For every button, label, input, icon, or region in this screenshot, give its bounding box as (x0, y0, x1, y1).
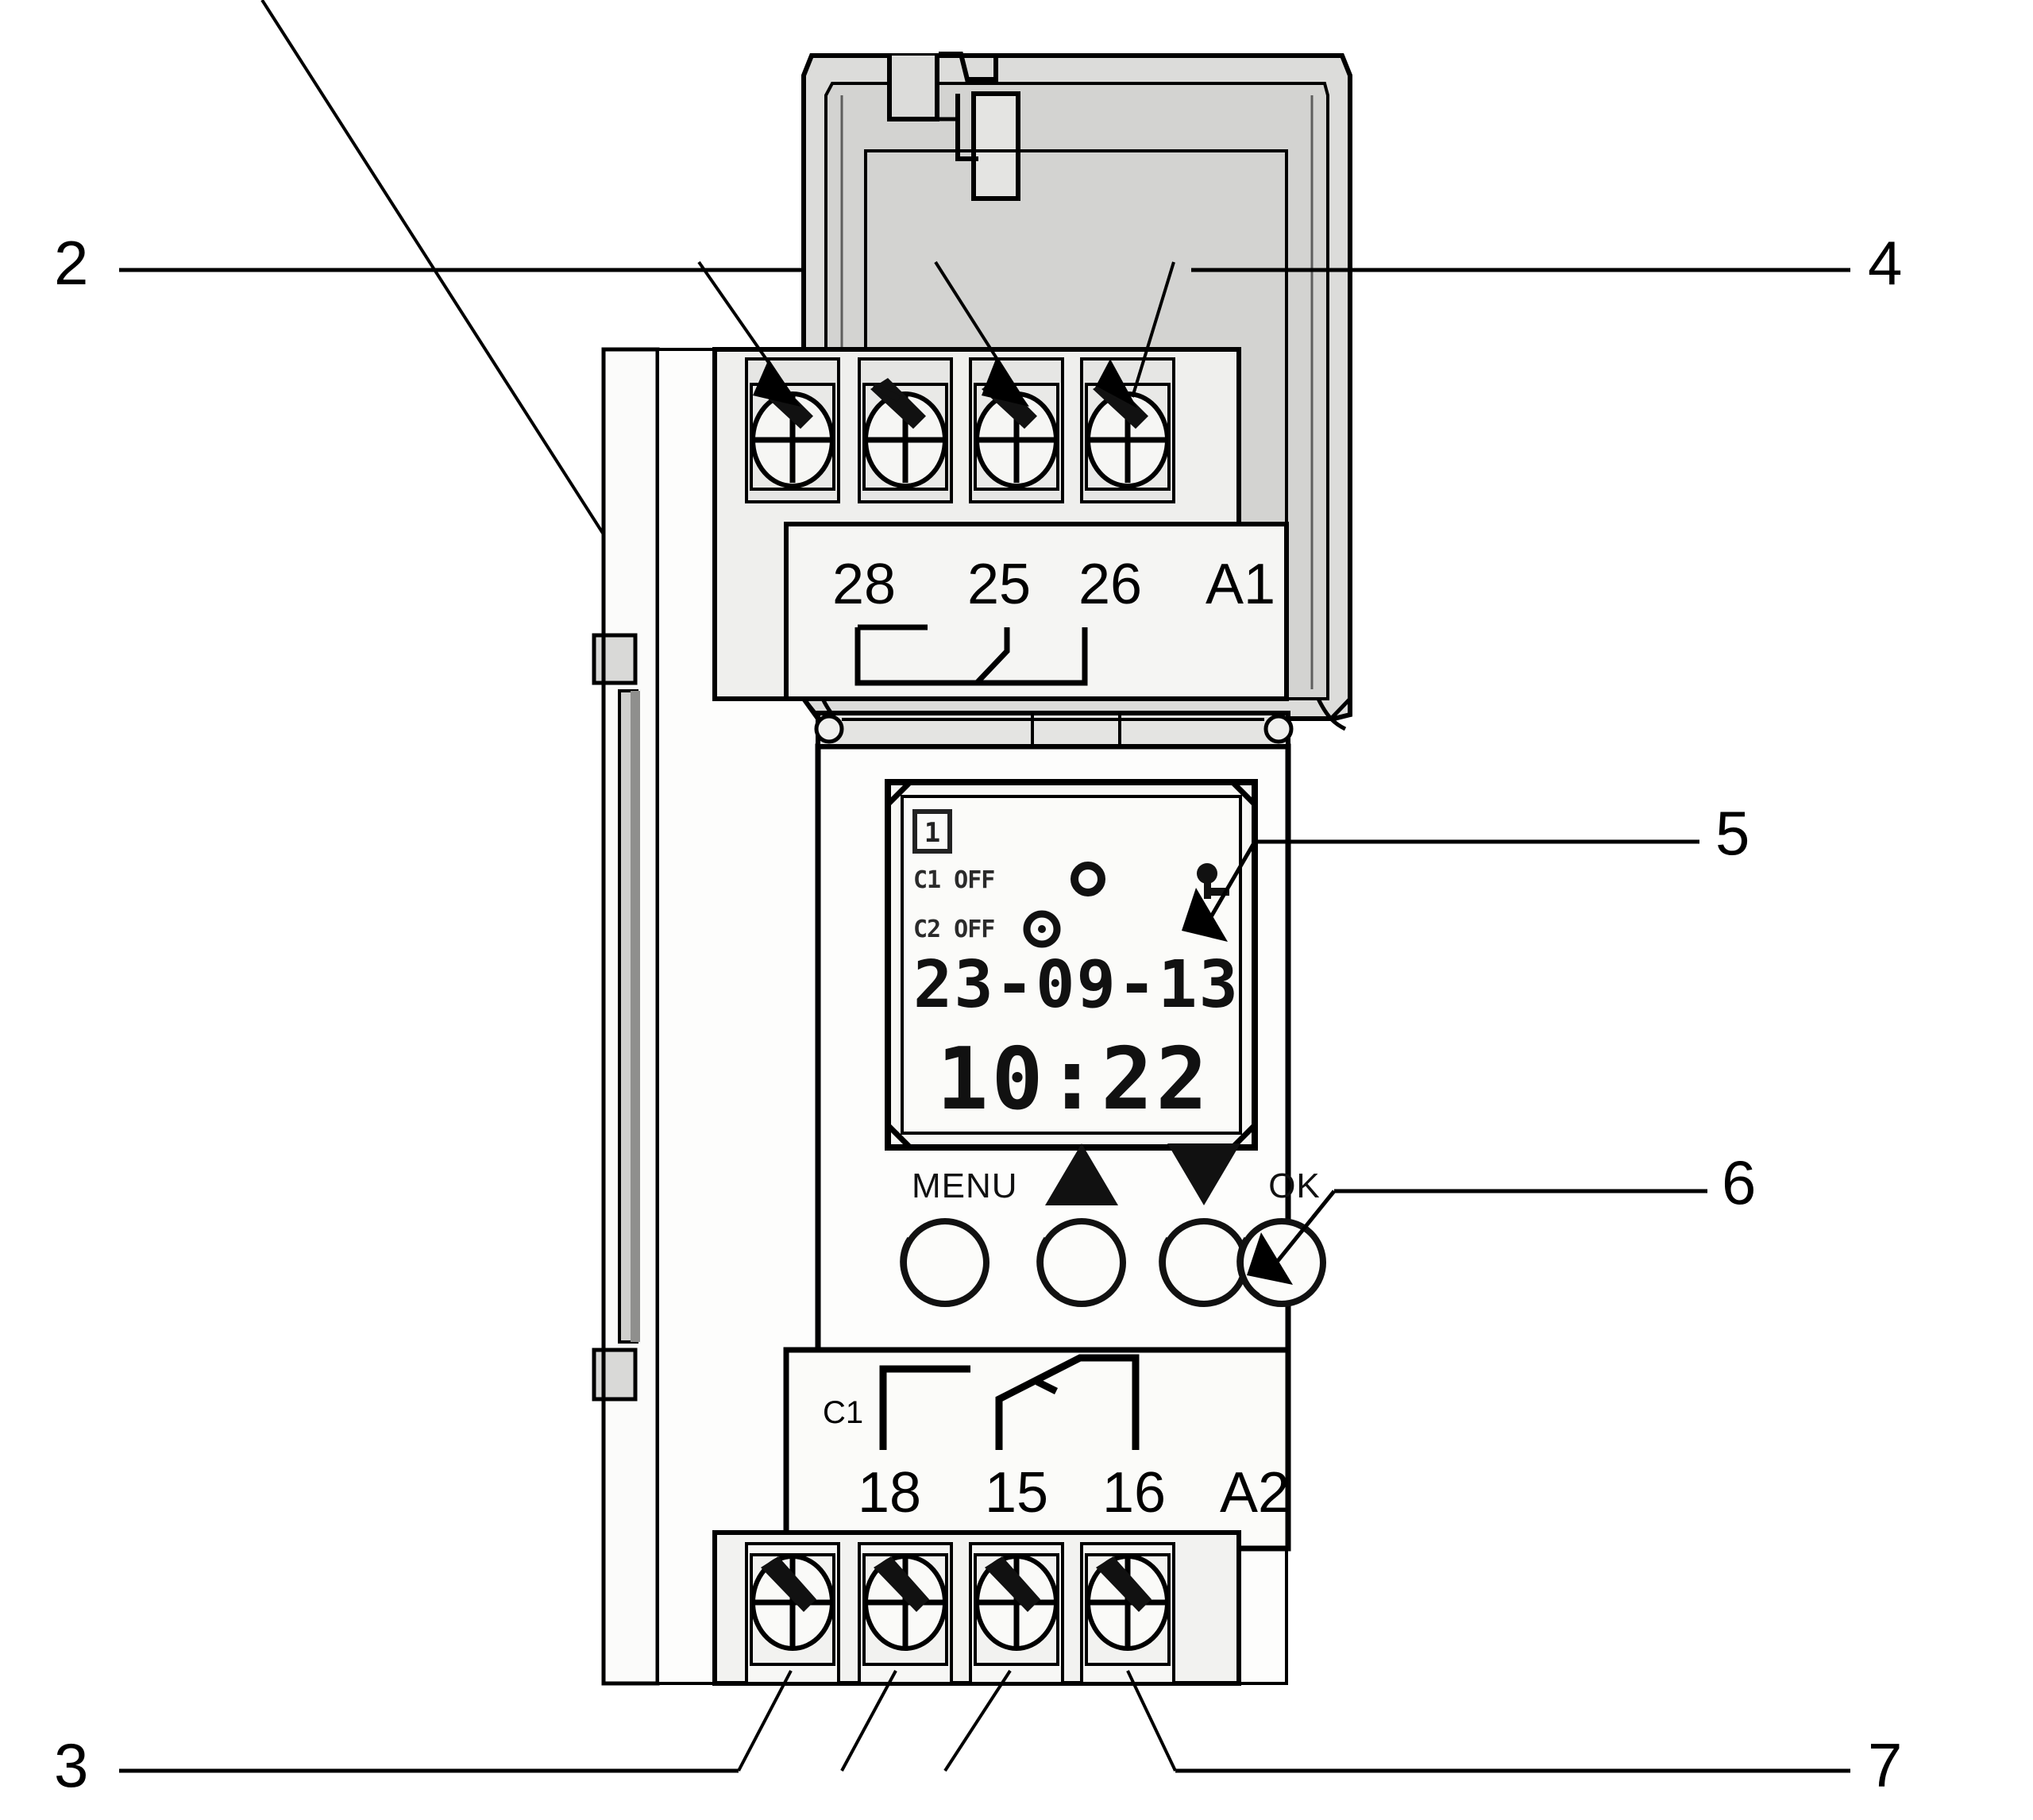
lcd-channel-box (912, 809, 952, 854)
circle-outline-icon (1071, 862, 1105, 897)
terminal-screw-25[interactable] (864, 378, 947, 489)
terminal-label-18: 18 (858, 1461, 921, 1525)
terminal-label-28: 28 (832, 553, 896, 616)
lcd-time: 10:22 (936, 1030, 1210, 1129)
bottom-channel-label: C1 (823, 1395, 863, 1430)
terminal-label-25: 25 (967, 553, 1031, 616)
callout-6: 6 (1722, 1147, 1757, 1217)
top-contact-symbol (854, 624, 1088, 686)
lcd-time-line: 10:22 (936, 1030, 1210, 1129)
terminal-label-A1: A1 (1206, 553, 1275, 616)
lcd-c1-status: C1 OFF (913, 866, 994, 894)
terminal-screw-A2[interactable] (1086, 1555, 1169, 1664)
lcd-c2-status: C2 OFF (913, 916, 994, 943)
terminal-label-15: 15 (985, 1461, 1048, 1525)
terminal-screw-15[interactable] (864, 1555, 947, 1664)
callout-2: 2 (54, 228, 89, 298)
menu-button-label: MENU (912, 1166, 1018, 1205)
lcd-date-line: 23-09-13 (913, 947, 1240, 1023)
leader-line-top-screws (697, 260, 1850, 408)
triangle-up-icon (1045, 1143, 1118, 1205)
terminal-label-26: 26 (1078, 553, 1142, 616)
leader-line-5 (1182, 839, 1699, 942)
triangle-down-icon (1167, 1143, 1240, 1205)
terminal-label-A2: A2 (1220, 1461, 1290, 1525)
lcd-channel-indicator: 1 (924, 817, 940, 849)
lcd-date: 23-09-13 (913, 947, 1240, 1023)
bottom-terminal-block: C1 18 15 16 A2 (712, 1347, 1291, 1686)
callout-5: 5 (1715, 798, 1750, 868)
terminal-label-16: 16 (1102, 1461, 1166, 1525)
callout-7: 7 (1868, 1730, 1903, 1800)
ok-button-label: OK (1268, 1166, 1321, 1205)
leader-line-6 (1247, 1189, 1707, 1285)
terminal-screw-18[interactable] (751, 1555, 834, 1664)
callout-3: 3 (54, 1730, 89, 1800)
leader-line-3 (119, 1669, 1012, 1773)
button-row: MENU OK (900, 1143, 1326, 1307)
leader-line-7 (1126, 1670, 1850, 1773)
callout-4: 4 (1868, 228, 1903, 298)
terminal-screw-16[interactable] (975, 1555, 1058, 1664)
key-icon (1197, 863, 1229, 899)
clock-icon (1023, 910, 1061, 948)
top-terminal-block: 28 25 26 A1 (712, 347, 1289, 701)
bottom-contact-symbol (879, 1354, 1140, 1450)
lcd-display: 1 C1 OFF C2 OFF 23-09-13 (885, 779, 1258, 1151)
